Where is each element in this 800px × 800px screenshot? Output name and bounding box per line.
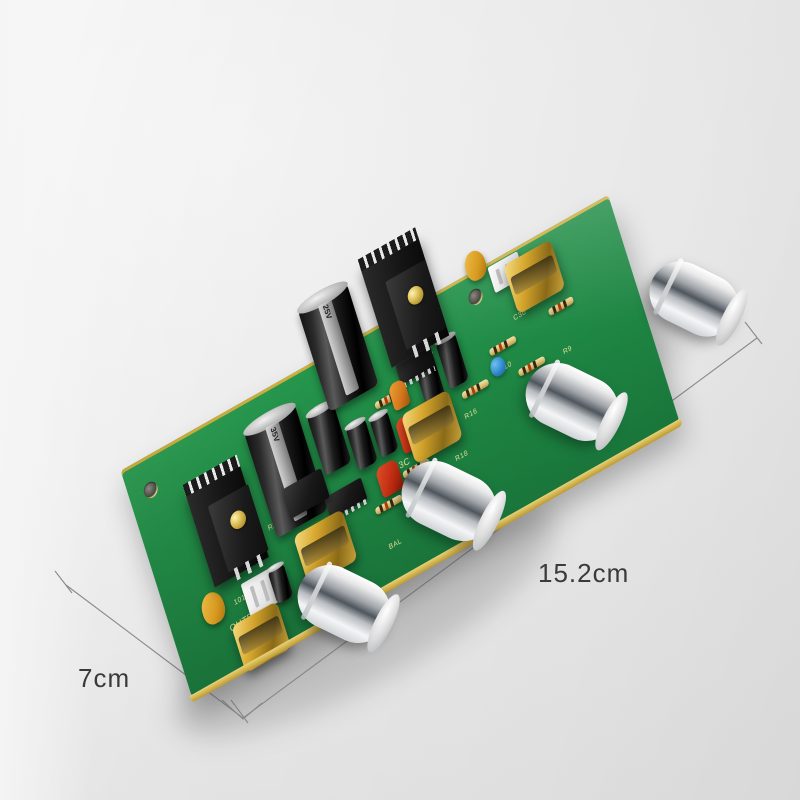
volume-knob-ring	[652, 257, 684, 316]
regulator-screw-left	[228, 506, 249, 532]
length-tick-left	[230, 699, 249, 724]
volume-knob-cap	[710, 285, 754, 350]
regulator-screw-right	[406, 282, 427, 308]
background-left-band	[0, 0, 92, 800]
balance-knob-cap	[361, 590, 406, 656]
length-tick-right	[744, 321, 763, 345]
width-dimension-label: 7cm	[78, 663, 131, 693]
volume-knob[interactable]	[639, 250, 754, 350]
dimension-vertex-chevron	[221, 699, 263, 720]
heatsink-fins-right	[357, 227, 419, 272]
length-dimension-label: 15.2cm	[538, 558, 630, 588]
width-tick-left	[54, 570, 73, 594]
width-dimension-line	[65, 584, 244, 719]
capacitor-stripe-right: 25V	[318, 299, 360, 396]
